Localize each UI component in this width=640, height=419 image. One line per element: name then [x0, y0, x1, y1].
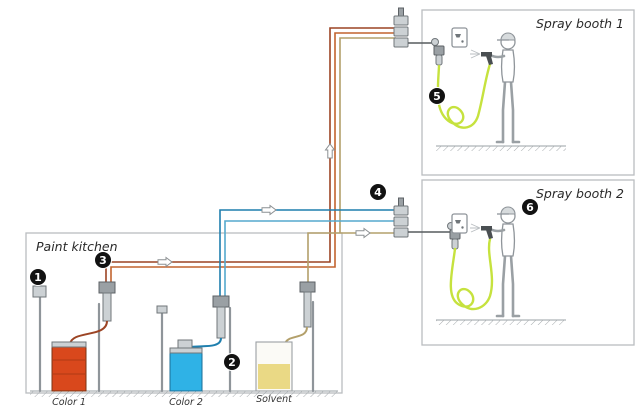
drum-elevator-2: [156, 305, 168, 393]
pipe-color2-supply: [219, 209, 394, 298]
spray-hose-booth-1: [436, 62, 492, 129]
badge-5: 5: [428, 87, 446, 105]
flow-arrow-riser: [325, 143, 335, 159]
svg-text:4: 4: [374, 186, 382, 199]
flow-arrow-color2: [261, 205, 277, 215]
spray-booth-2-box: [421, 179, 635, 346]
pump-solvent: [299, 281, 316, 393]
spray-booth-1-box: [421, 9, 635, 176]
booth-1-floor: [436, 145, 566, 151]
suction-hose-color1: [69, 320, 108, 345]
badge-3: 3: [94, 251, 112, 269]
spray-booth-2-label: Spray booth 2: [536, 186, 624, 201]
drum-color2: [169, 339, 203, 392]
svg-text:6: 6: [526, 201, 534, 214]
svg-text:2: 2: [228, 356, 236, 369]
badge-6: 6: [521, 198, 539, 216]
solvent-tank: [255, 341, 293, 392]
drum-elevator-1: [32, 285, 47, 393]
operator-booth-1: [488, 31, 521, 144]
valve-stack-booth-1: [393, 7, 409, 48]
color-1-label: Color 1: [52, 397, 86, 408]
paint-kitchen-label: Paint kitchen: [36, 239, 118, 254]
svg-text:3: 3: [99, 254, 107, 267]
spray-gun-2: [470, 223, 493, 239]
svg-text:1: 1: [34, 271, 42, 284]
pipe-solvent: [307, 37, 396, 284]
wall-panel-booth-1: [451, 27, 468, 48]
flow-arrow-solvent: [355, 228, 371, 238]
badge-1: 1: [29, 268, 47, 286]
spray-hose-booth-2: [449, 237, 494, 311]
pipe-color1-return: [110, 32, 396, 284]
badge-4: 4: [369, 183, 387, 201]
color-2-label: Color 2: [169, 397, 203, 408]
feed-line-booth-1: [408, 42, 435, 46]
wall-panel-booth-2: [451, 213, 468, 234]
badge-2: 2: [223, 353, 241, 371]
spray-booth-1-label: Spray booth 1: [536, 16, 624, 31]
pipe-color1-supply: [105, 27, 396, 284]
spray-gun-1: [470, 49, 493, 65]
pipe-color2-return: [224, 220, 394, 298]
booth-2-floor: [436, 319, 566, 325]
pump-color1: [97, 281, 116, 393]
operator-booth-2: [488, 205, 521, 318]
color-change-valve-booth-2: [393, 197, 409, 238]
regulator-booth-1: [431, 38, 445, 66]
drum-color1: [51, 341, 87, 392]
flow-arrow-color1: [157, 257, 173, 267]
pump-color2: [212, 295, 232, 393]
svg-text:5: 5: [433, 90, 441, 103]
solvent-label: Solvent: [256, 394, 293, 405]
